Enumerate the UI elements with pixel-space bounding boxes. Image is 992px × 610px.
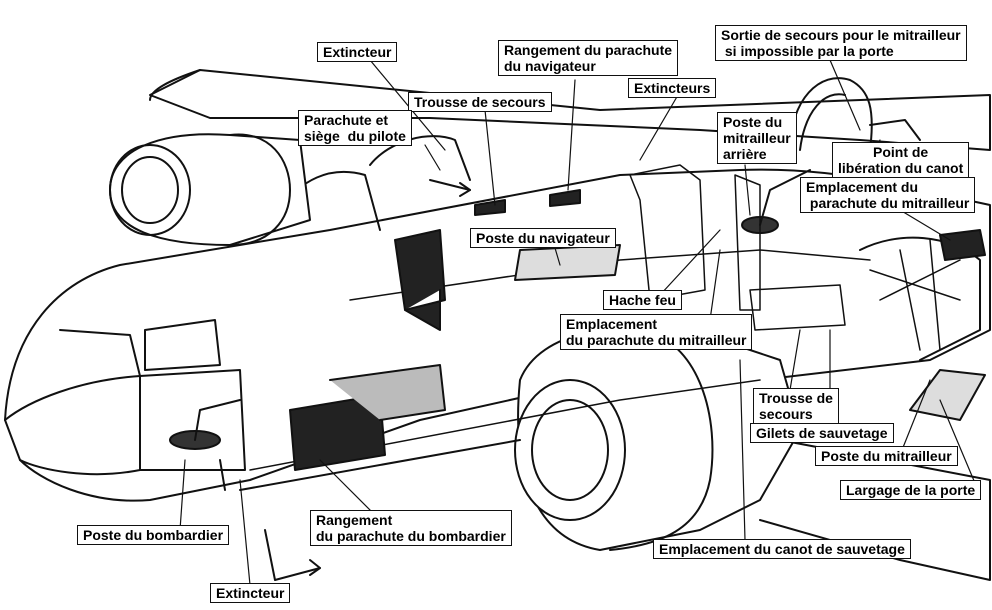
left-engine	[109, 133, 311, 246]
label-trousse-secours-bottom: Trousse de secours	[753, 388, 839, 424]
bombardier-parachute-box	[289, 394, 386, 471]
pilot-seat	[394, 229, 446, 331]
dinghy-door	[909, 369, 986, 421]
navigator-table	[514, 244, 621, 281]
label-parachute-siege-pilote: Parachute et siège du pilote	[298, 110, 412, 146]
label-extincteurs: Extincteurs	[628, 78, 717, 98]
label-emplacement-parachute-mitrailleur-mid: Emplacement du parachute du mitrailleur	[560, 314, 753, 350]
label-sortie-secours: Sortie de secours pour le mitrailleur si…	[715, 25, 967, 61]
label-hache-feu: Hache feu	[603, 290, 682, 310]
label-point-liberation-canot: Point de libération du canot	[832, 142, 970, 178]
label-poste-mitrailleur: Poste du mitrailleur	[815, 446, 958, 466]
label-extincteur-top: Extincteur	[317, 42, 398, 62]
label-emplacement-parachute-mitrailleur-top: Emplacement du parachute du mitrailleur	[800, 177, 976, 213]
label-poste-mitrailleur-arriere: Poste du mitrailleur arrière	[717, 112, 797, 164]
label-gilets-sauvetage: Gilets de sauvetage	[750, 423, 894, 443]
escape-arrow	[264, 529, 321, 581]
leader-lines	[179, 59, 981, 586]
label-poste-bombardier: Poste du bombardier	[77, 525, 230, 545]
label-poste-navigateur: Poste du navigateur	[470, 228, 616, 248]
label-emplacement-canot: Emplacement du canot de sauvetage	[653, 539, 911, 559]
label-rangement-parachute-bombardier: Rangement du parachute du bombardier	[310, 510, 512, 546]
label-trousse-secours-top: Trousse de secours	[408, 92, 552, 112]
label-rangement-parachute-navigateur: Rangement du parachute du navigateur	[498, 40, 679, 76]
label-largage-porte: Largage de la porte	[840, 480, 982, 500]
label-extincteur-bottom: Extincteur	[210, 583, 291, 603]
